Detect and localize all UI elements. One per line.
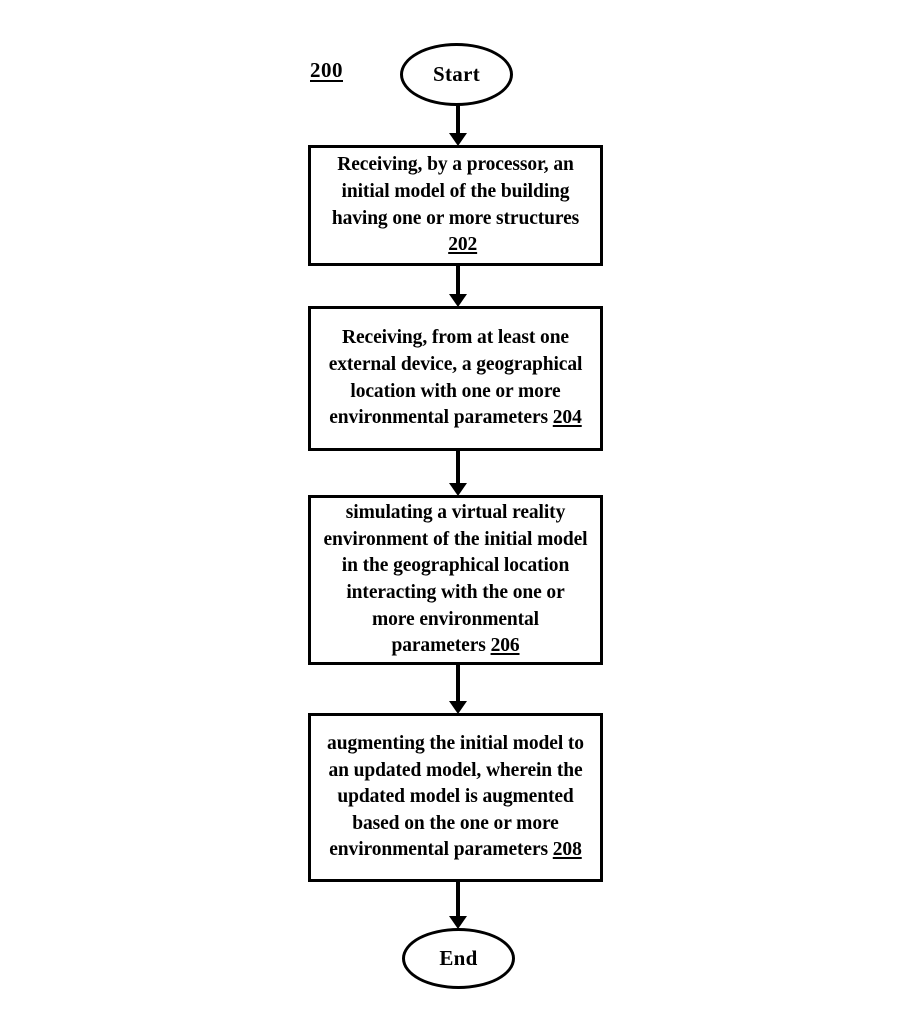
ref-spacer — [434, 234, 448, 255]
process-box-202-content: Receiving, by a processor, an initial mo… — [323, 152, 588, 258]
process-box-204-ref: 204 — [552, 407, 582, 429]
start-terminator-node[interactable]: Start — [400, 43, 513, 106]
process-box-204-text: Receiving, from at least one external de… — [328, 327, 583, 429]
arrow-208-to-end — [449, 881, 467, 929]
end-node-label: End — [439, 946, 478, 970]
arrow-head-icon — [449, 294, 467, 307]
figure-number-label: 200 — [310, 58, 343, 82]
process-box-206-text: simulating a virtual reality environment… — [323, 502, 588, 657]
arrow-shaft — [456, 881, 460, 917]
arrow-shaft — [456, 104, 460, 134]
arrow-206-to-208 — [449, 664, 467, 714]
arrow-shaft — [456, 265, 460, 295]
process-box-208-ref: 208 — [552, 839, 582, 861]
arrow-head-icon — [449, 133, 467, 146]
arrow-head-icon — [449, 916, 467, 929]
arrow-shaft — [456, 450, 460, 484]
process-box-204-content: Receiving, from at least one external de… — [323, 325, 588, 431]
arrow-shaft — [456, 664, 460, 702]
arrow-head-icon — [449, 701, 467, 714]
process-box-206-ref: 206 — [490, 635, 520, 657]
process-box-202[interactable]: Receiving, by a processor, an initial mo… — [308, 145, 603, 266]
process-box-206-content: simulating a virtual reality environment… — [323, 500, 588, 659]
arrow-start-to-202 — [449, 104, 467, 146]
arrow-head-icon — [449, 483, 467, 496]
arrow-202-to-204 — [449, 265, 467, 307]
process-box-202-text: Receiving, by a processor, an initial mo… — [331, 154, 580, 229]
end-terminator-node[interactable]: End — [402, 928, 515, 989]
arrow-204-to-206 — [449, 450, 467, 496]
start-node-label: Start — [433, 62, 480, 86]
process-box-206[interactable]: simulating a virtual reality environment… — [308, 495, 603, 665]
process-box-208-content: augmenting the initial model to an updat… — [323, 731, 588, 864]
process-box-208-text: augmenting the initial model to an updat… — [327, 733, 584, 861]
process-box-204[interactable]: Receiving, from at least one external de… — [308, 306, 603, 451]
process-box-202-ref: 202 — [448, 234, 478, 256]
process-box-208[interactable]: augmenting the initial model to an updat… — [308, 713, 603, 882]
